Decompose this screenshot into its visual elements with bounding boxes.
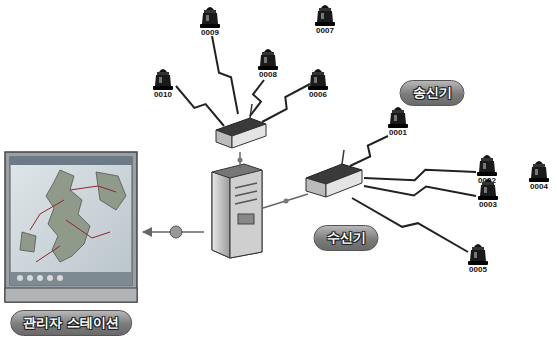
caption-pill: 송신기 <box>400 80 465 106</box>
transmitter-icon <box>477 152 497 176</box>
caption-text: 관리자 스테이션 <box>23 315 119 331</box>
transmitter-id: 0010 <box>148 90 178 99</box>
caption-pill: 수신기 <box>314 225 379 251</box>
transmitter-id: 0004 <box>524 182 554 191</box>
transmitter-id: 0007 <box>310 26 340 35</box>
radio-link <box>262 84 310 122</box>
transmitter-id: 0005 <box>463 265 493 274</box>
transmitter-icon <box>200 4 220 28</box>
monitor <box>5 152 137 302</box>
radio-link <box>250 80 264 116</box>
wire <box>263 194 308 208</box>
transmitter-icon <box>315 2 335 26</box>
transmitter: 0003 <box>473 176 503 209</box>
caption-pill: 관리자 스테이션 <box>10 310 132 336</box>
transmitter-icon <box>388 104 408 128</box>
wire-dot <box>238 158 243 163</box>
transmitter-icon <box>529 158 549 182</box>
radio-link <box>350 136 388 166</box>
transmitter: 0008 <box>253 46 283 79</box>
transmitter-icon <box>308 66 328 90</box>
transmitter-id: 0009 <box>195 28 225 37</box>
transmitter-icon <box>468 241 488 265</box>
transmitter: 0005 <box>463 241 493 274</box>
caption-text: 송신기 <box>413 85 452 101</box>
transmitter: 0001 <box>383 104 413 137</box>
transmitter: 0006 <box>303 66 333 99</box>
transmitter: 0010 <box>148 66 178 99</box>
radio-link <box>176 86 224 126</box>
radio-link <box>212 36 238 114</box>
wire-dot <box>284 199 289 204</box>
transmitter-id: 0008 <box>253 70 283 79</box>
radio-link <box>364 186 476 196</box>
transmitter-id: 0006 <box>303 90 333 99</box>
server-tower <box>212 164 262 258</box>
link-dot <box>170 226 182 238</box>
transmitter: 0009 <box>195 4 225 37</box>
transmitter: 0004 <box>524 158 554 191</box>
transmitter-id: 0001 <box>383 128 413 137</box>
transmitter-id: 0003 <box>473 200 503 209</box>
transmitter-icon <box>258 46 278 70</box>
caption-text: 수신기 <box>327 230 366 246</box>
transmitter-icon <box>478 176 498 200</box>
radio-link <box>364 170 476 181</box>
transmitter-icon <box>153 66 173 90</box>
transmitter: 0007 <box>310 2 340 35</box>
receiver-device <box>306 150 362 197</box>
